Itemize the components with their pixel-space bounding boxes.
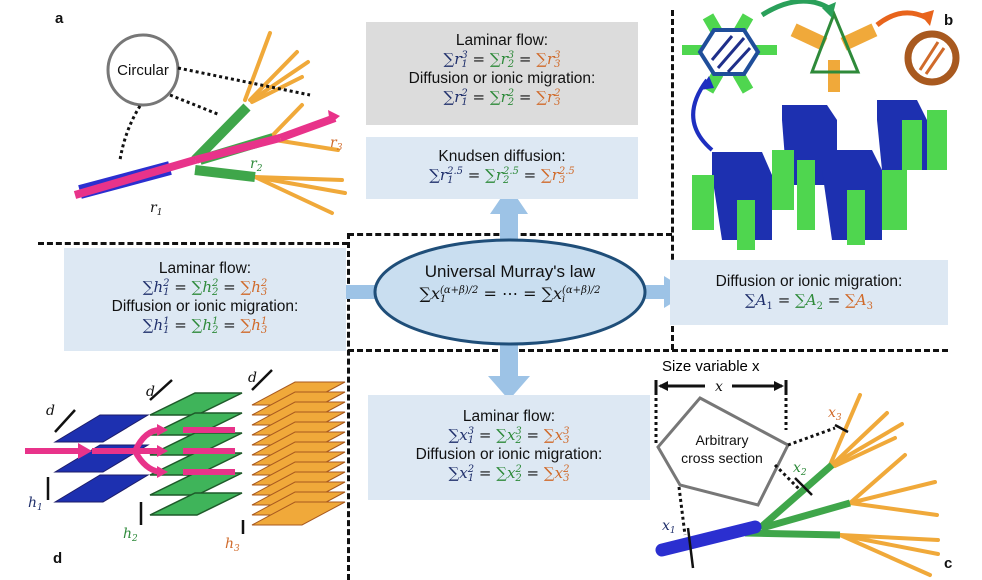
slits-level1	[53, 414, 150, 503]
divider-top-left	[38, 242, 348, 245]
arrow-left-shaft	[340, 285, 380, 299]
arbitrary-label-line1: Arbitrary	[696, 432, 749, 448]
box-area-laws: Diffusion or ionic migration: ∑A1 = ∑A2 …	[670, 260, 948, 325]
h1-label: h1	[28, 495, 43, 513]
arrow-a2-to-a3	[875, 10, 929, 27]
arrow-down-shaft	[500, 340, 518, 382]
r2-label: r2	[250, 156, 263, 174]
size-variable-title: Size variable x	[662, 358, 760, 375]
tube-level2	[744, 462, 851, 539]
arrow-a1-to-a2	[760, 0, 834, 18]
panel-label-d: d	[53, 550, 63, 567]
arbitrary-label-line2: cross section	[681, 450, 763, 466]
divider-center-bottom	[348, 349, 948, 352]
panel-label-b: b	[944, 12, 954, 29]
panel-label-a: a	[55, 10, 64, 27]
murray-law-title: Universal Murray's law	[424, 262, 596, 281]
a1-hexagon-icon	[682, 13, 777, 94]
diffusion-label: Diffusion or ionic migration:	[415, 446, 603, 463]
knudsen-label: Knudsen diffusion:	[438, 148, 566, 165]
h2-label: h2	[123, 526, 138, 544]
circular-label: Circular	[117, 62, 169, 79]
panel-c-illustration: x Arbitrary cross section x1 x2	[654, 379, 940, 577]
arbitrary-section-icon	[656, 396, 790, 507]
h3-label: h3	[225, 536, 240, 554]
laminar-flow-label: Laminar flow:	[158, 260, 252, 277]
diffusion-label: Diffusion or ionic migration:	[408, 70, 596, 87]
a3-ring-icon	[904, 30, 960, 86]
laminar-flow-label: Laminar flow:	[455, 32, 549, 49]
flow-arrows	[25, 427, 235, 475]
arrow-up-head	[490, 186, 528, 214]
x-dimension-label: x	[715, 379, 723, 395]
d-label-1: d	[46, 403, 55, 419]
laminar-flow-label: Laminar flow:	[462, 408, 556, 425]
x3-label: x3	[828, 405, 842, 423]
slits-level2	[149, 392, 243, 516]
r3-label: r3	[330, 135, 343, 153]
tube-level1	[655, 520, 762, 557]
diffusion-equation: ∑A1 = ∑A2 = ∑A3	[744, 291, 874, 312]
d-label-2: d	[146, 384, 155, 400]
x2-label: x2	[793, 460, 807, 478]
tube-level3	[828, 393, 940, 577]
divider-right-vertical	[671, 10, 674, 350]
d-label-3: d	[248, 370, 257, 386]
panel-b-illustration	[682, 0, 960, 250]
diffusion-label: Diffusion or ionic migration:	[715, 273, 903, 290]
framework-linkers	[692, 110, 947, 250]
x1-label: x1	[662, 518, 676, 536]
circular-section-icon	[106, 33, 180, 107]
diffusion-label: Diffusion or ionic migration:	[111, 298, 299, 315]
arrow-down-head	[488, 376, 530, 400]
panel-a-illustration: Circular r1 r2 r3	[73, 31, 347, 218]
slits-level3	[251, 381, 346, 526]
a2-tripod-icon	[790, 9, 878, 92]
divider-left-vertical	[347, 233, 350, 580]
r1-label: r1	[150, 200, 162, 218]
flow-arrow	[73, 110, 340, 199]
panel-d-illustration: d d d h1 h2 h3	[25, 369, 346, 554]
panel-label-c: c	[944, 555, 953, 572]
